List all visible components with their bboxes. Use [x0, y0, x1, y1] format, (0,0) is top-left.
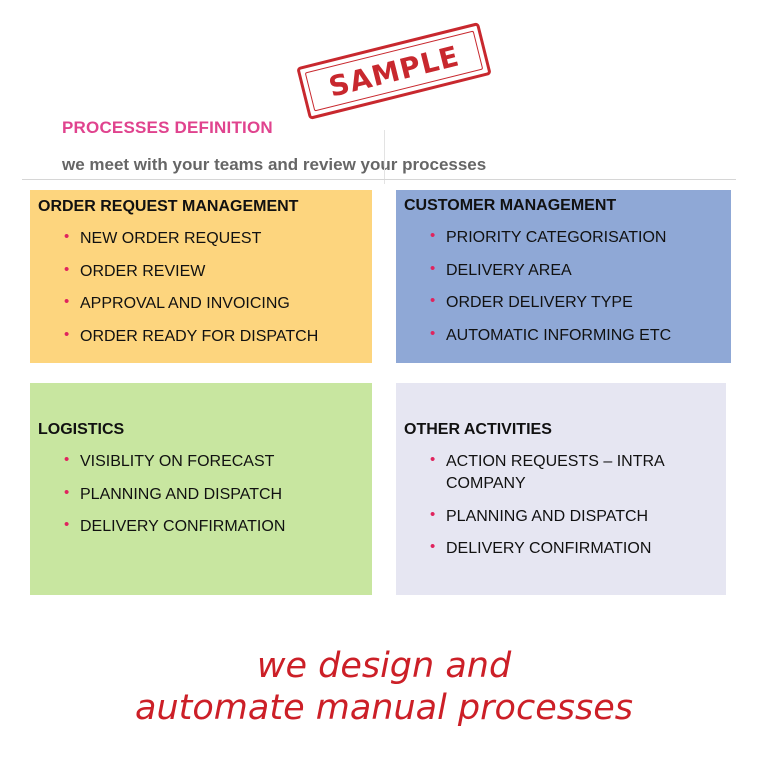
- bullet-icon: •: [430, 227, 436, 244]
- list-item-label: ORDER REVIEW: [80, 262, 206, 280]
- list-item: • AUTOMATIC INFORMING ETC: [430, 325, 672, 347]
- bullet-icon: •: [64, 483, 70, 501]
- tagline-line-2: automate manual processes: [135, 688, 633, 728]
- logistics-box: LOGISTICS • VISIBLITY ON FORECAST • PLANNI…: [30, 383, 372, 595]
- list-item: • DELIVERY AREA: [430, 260, 671, 282]
- box-title: ORDER REQUEST MANAGEMENT: [38, 198, 299, 215]
- list-item: • DELIVERY CONFIRMATION: [430, 538, 704, 560]
- tagline-line-1: we design and: [256, 646, 512, 686]
- list-item-label: PRIORITY CATEGORISATION: [446, 229, 667, 246]
- list-item-label: NEW ORDER REQUEST: [80, 230, 262, 247]
- section-subheading: we meet with your teams and review your …: [62, 155, 487, 174]
- list-item: • ORDER DELIVERY TYPE: [430, 292, 671, 314]
- list-item: • VISIBLITY ON FORECAST: [64, 451, 285, 473]
- list-item: • DELIVERY CONFIRMATION: [64, 516, 286, 538]
- list-item-label: PLANNING AND DISPATCH: [80, 485, 283, 503]
- list-item: • ORDER READY FOR DISPATCH: [64, 326, 319, 348]
- list-item-label: PLANNING AND DISPATCH: [446, 507, 649, 525]
- bullet-icon: •: [64, 293, 70, 310]
- other-activities-box: OTHER ACTIVITIES • ACTION REQUESTS – INTR…: [396, 383, 726, 595]
- box-title: OTHER ACTIVITIES: [404, 421, 552, 438]
- bullet-icon: •: [430, 292, 436, 309]
- list-item: • ORDER REVIEW: [64, 261, 318, 283]
- bullet-icon: •: [64, 228, 70, 245]
- bullet-icon: •: [64, 260, 70, 278]
- list-item: • PRIORITY CATEGORISATION: [430, 227, 671, 249]
- list-item-label: DELIVERY CONFIRMATION: [446, 540, 652, 557]
- list-item-label: APPROVAL AND INVOICING: [80, 295, 290, 312]
- box-title: CUSTOMER MANAGEMENT: [404, 197, 617, 214]
- item-list: • ACTION REQUESTS – INTRA COMPANY • PLANNI…: [430, 451, 704, 571]
- list-item: • APPROVAL AND INVOICING: [64, 293, 318, 315]
- box-title: LOGISTICS: [38, 421, 125, 438]
- list-item-label: DELIVERY AREA: [446, 261, 572, 279]
- sample-stamp-text: SAMPLE: [325, 38, 463, 104]
- divider-horizontal: [22, 179, 736, 180]
- item-list: • VISIBLITY ON FORECAST • PLANNING AND DIS…: [64, 451, 286, 549]
- divider-vertical: [384, 130, 385, 184]
- list-item: • PLANNING AND DISPATCH: [64, 484, 285, 506]
- item-list: • NEW ORDER REQUEST • ORDER REVIEW • APPROV…: [64, 228, 319, 358]
- bullet-icon: •: [430, 505, 436, 523]
- list-item-label: DELIVERY CONFIRMATION: [80, 518, 286, 535]
- bullet-icon: •: [64, 451, 70, 468]
- list-item: • ACTION REQUESTS – INTRA COMPANY: [430, 451, 704, 495]
- list-item-label: ORDER DELIVERY TYPE: [446, 294, 633, 311]
- list-item-label: AUTOMATIC INFORMING ETC: [446, 326, 672, 344]
- section-heading: PROCESSES DEFINITION: [62, 118, 273, 137]
- customer-management-box: CUSTOMER MANAGEMENT • PRIORITY CATEGORISA…: [396, 190, 731, 363]
- list-item-label: VISIBLITY ON FORECAST: [80, 453, 275, 470]
- list-item: • NEW ORDER REQUEST: [64, 228, 318, 250]
- bullet-icon: •: [430, 538, 436, 555]
- sample-stamp: SAMPLE: [296, 22, 492, 120]
- list-item-label: ACTION REQUESTS – INTRA COMPANY: [446, 453, 664, 492]
- list-item: • PLANNING AND DISPATCH: [430, 506, 704, 528]
- bullet-icon: •: [430, 451, 436, 468]
- list-item-label: ORDER READY FOR DISPATCH: [80, 327, 319, 345]
- bullet-icon: •: [64, 325, 70, 343]
- order-request-management-box: ORDER REQUEST MANAGEMENT • NEW ORDER REQU…: [30, 190, 372, 363]
- item-list: •PRIORITY CATEGORISATION •DELIVERY AREA …: [430, 227, 672, 357]
- bullet-icon: •: [64, 516, 70, 533]
- bullet-icon: •: [430, 259, 436, 277]
- bullet-icon: •: [430, 324, 436, 342]
